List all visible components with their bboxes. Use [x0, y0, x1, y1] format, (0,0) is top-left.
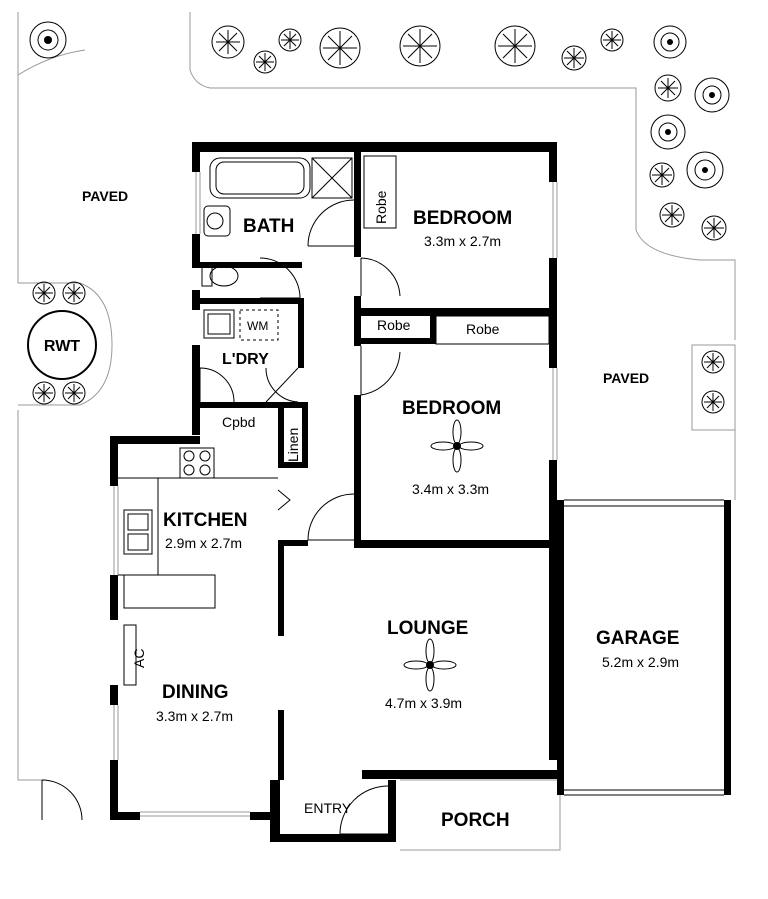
tree-icon	[29, 21, 67, 59]
ceiling-fan-icon	[430, 419, 484, 473]
tree-icon	[253, 50, 277, 74]
windows	[113, 172, 724, 817]
site-outline	[17, 12, 736, 851]
robe-1-label: Robe	[373, 190, 389, 224]
kitchen-dimensions: 2.9m x 2.7m	[165, 535, 242, 551]
garage-dimensions: 5.2m x 2.9m	[602, 654, 679, 670]
dining-label: DINING	[162, 682, 229, 703]
tree-icon	[399, 25, 441, 67]
fixtures	[118, 155, 550, 692]
bath-label: BATH	[243, 216, 294, 237]
cupboard-label: Cpbd	[222, 414, 255, 430]
tree-icon	[650, 114, 686, 150]
ac-label: AC	[131, 649, 147, 668]
tree-icon	[649, 162, 675, 188]
tree-icon	[62, 281, 86, 305]
tree-icon	[319, 27, 361, 69]
tree-icon	[701, 350, 725, 374]
tree-icon	[32, 281, 56, 305]
tree-icon	[654, 74, 682, 102]
doors	[41, 199, 401, 835]
dining-dimensions: 3.3m x 2.7m	[156, 708, 233, 724]
tree-icon	[701, 390, 725, 414]
bedroom-1-dimensions: 3.3m x 2.7m	[424, 233, 501, 249]
robe-3-label: Robe	[466, 321, 500, 337]
linen-label: Linen	[285, 428, 301, 462]
garage-label: GARAGE	[596, 628, 679, 649]
paved-left-label: PAVED	[82, 188, 128, 204]
tree-icon	[686, 151, 724, 189]
ceiling-fan-icon	[403, 638, 457, 692]
laundry-label: L'DRY	[222, 351, 269, 368]
rainwater-tank	[27, 310, 97, 380]
tree-icon	[600, 28, 624, 52]
lounge-label: LOUNGE	[387, 618, 468, 639]
rwt-label: RWT	[44, 338, 80, 355]
kitchen-label: KITCHEN	[163, 510, 247, 531]
tree-icon	[659, 202, 685, 228]
tree-icon	[278, 28, 302, 52]
tree-icon	[701, 215, 727, 241]
tree-icon	[32, 381, 56, 405]
tree-icon	[62, 381, 86, 405]
lounge-dimensions: 4.7m x 3.9m	[385, 695, 462, 711]
porch-label: PORCH	[441, 810, 510, 831]
shrub-icons	[29, 21, 730, 414]
wm-label: WM	[247, 319, 268, 333]
tree-icon	[211, 25, 245, 59]
tree-icon	[694, 77, 730, 113]
tree-icon	[494, 25, 536, 67]
paved-right-label: PAVED	[603, 370, 649, 386]
walls	[110, 142, 731, 842]
robe-2-label: Robe	[377, 317, 411, 333]
bedroom-1-label: BEDROOM	[413, 208, 512, 229]
entry-label: ENTRY	[304, 800, 352, 816]
labels: PAVED PAVED RWT BATH BEDROOM 3.3m x 2.7m…	[44, 188, 679, 831]
bedroom-2-label: BEDROOM	[402, 398, 501, 419]
bedroom-2-dimensions: 3.4m x 3.3m	[412, 481, 489, 497]
tree-icon	[561, 45, 587, 71]
tree-icon	[653, 25, 687, 59]
